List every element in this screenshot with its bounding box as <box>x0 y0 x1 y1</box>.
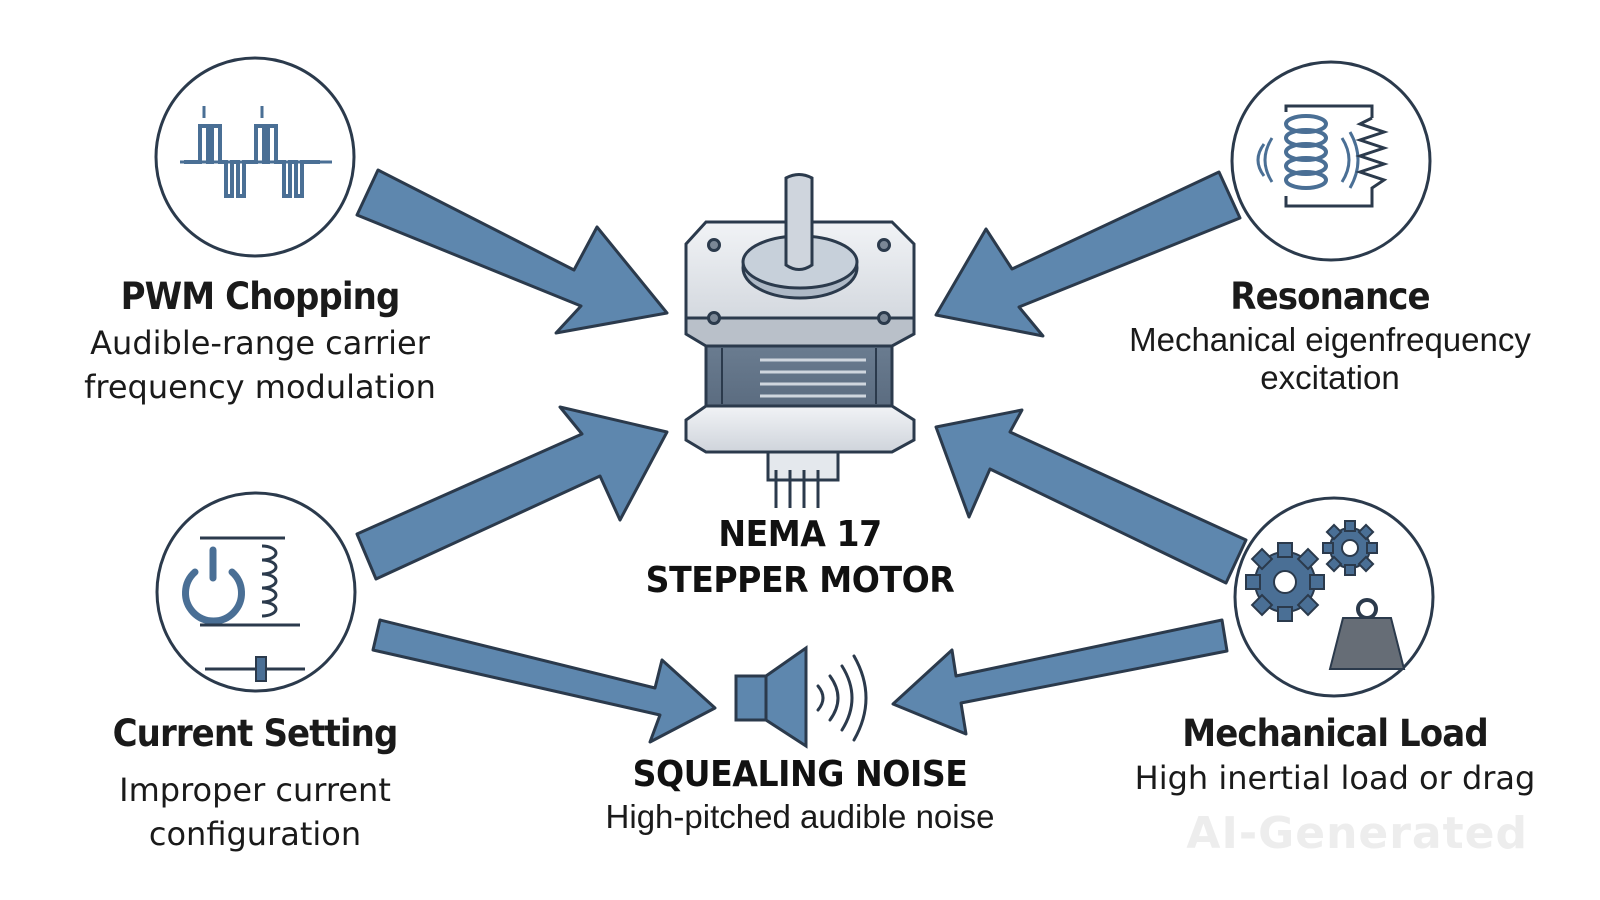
current-label-group: Current Setting Improper current configu… <box>95 712 415 856</box>
resonance-label-group: Resonance Mechanical eigenfrequency exci… <box>1110 275 1550 397</box>
arrow-current-to-noise <box>371 618 717 744</box>
motor-title-line1: NEMA 17 <box>718 514 882 555</box>
noise-description: High-pitched audible noise <box>605 798 995 835</box>
arrow-resonance-to-motor <box>934 170 1242 338</box>
arrow-load-to-motor <box>934 408 1248 585</box>
resonance-icon-circle <box>1230 60 1432 262</box>
load-label-group: Mechanical Load High inertial load or dr… <box>1120 712 1550 800</box>
gears-weight-icon <box>1245 520 1406 670</box>
pwm-waveform-icon <box>180 106 332 198</box>
power-coil-slider-icon <box>182 536 305 682</box>
pwm-label-group: PWM Chopping Audible-range carrier frequ… <box>75 275 445 409</box>
resonance-description-line2: excitation <box>1260 359 1400 396</box>
arrow-load-to-noise <box>891 618 1229 736</box>
arrow-pwm-to-motor <box>355 168 669 335</box>
current-title: Current Setting <box>112 712 399 755</box>
current-description-line2: configuration <box>148 815 362 853</box>
stepper-motor-illustration <box>684 173 916 508</box>
motor-label-group: NEMA 17 STEPPER MOTOR <box>600 512 1000 604</box>
current-description-line1: Improper current <box>119 771 391 809</box>
spring-coil-icon <box>1256 104 1389 208</box>
speaker-icon <box>734 645 868 749</box>
current-icon-circle <box>155 491 357 693</box>
arrow-current-to-motor <box>355 405 669 581</box>
resonance-description-line1: Mechanical eigenfrequency <box>1129 321 1531 358</box>
pwm-description-line2: frequency modulation <box>84 368 436 406</box>
load-title: Mechanical Load <box>1182 712 1488 755</box>
resonance-title: Resonance <box>1230 275 1430 318</box>
pwm-description-line1: Audible-range carrier <box>90 324 430 362</box>
pwm-title: PWM Chopping <box>120 275 401 318</box>
noise-label-group: SQUEALING NOISE High-pitched audible noi… <box>570 752 1030 836</box>
watermark: AI-Generated <box>1186 808 1528 859</box>
load-description-line1: High inertial load or drag <box>1134 759 1536 797</box>
noise-title: SQUEALING NOISE <box>632 754 968 795</box>
motor-title-line2: STEPPER MOTOR <box>645 560 955 601</box>
